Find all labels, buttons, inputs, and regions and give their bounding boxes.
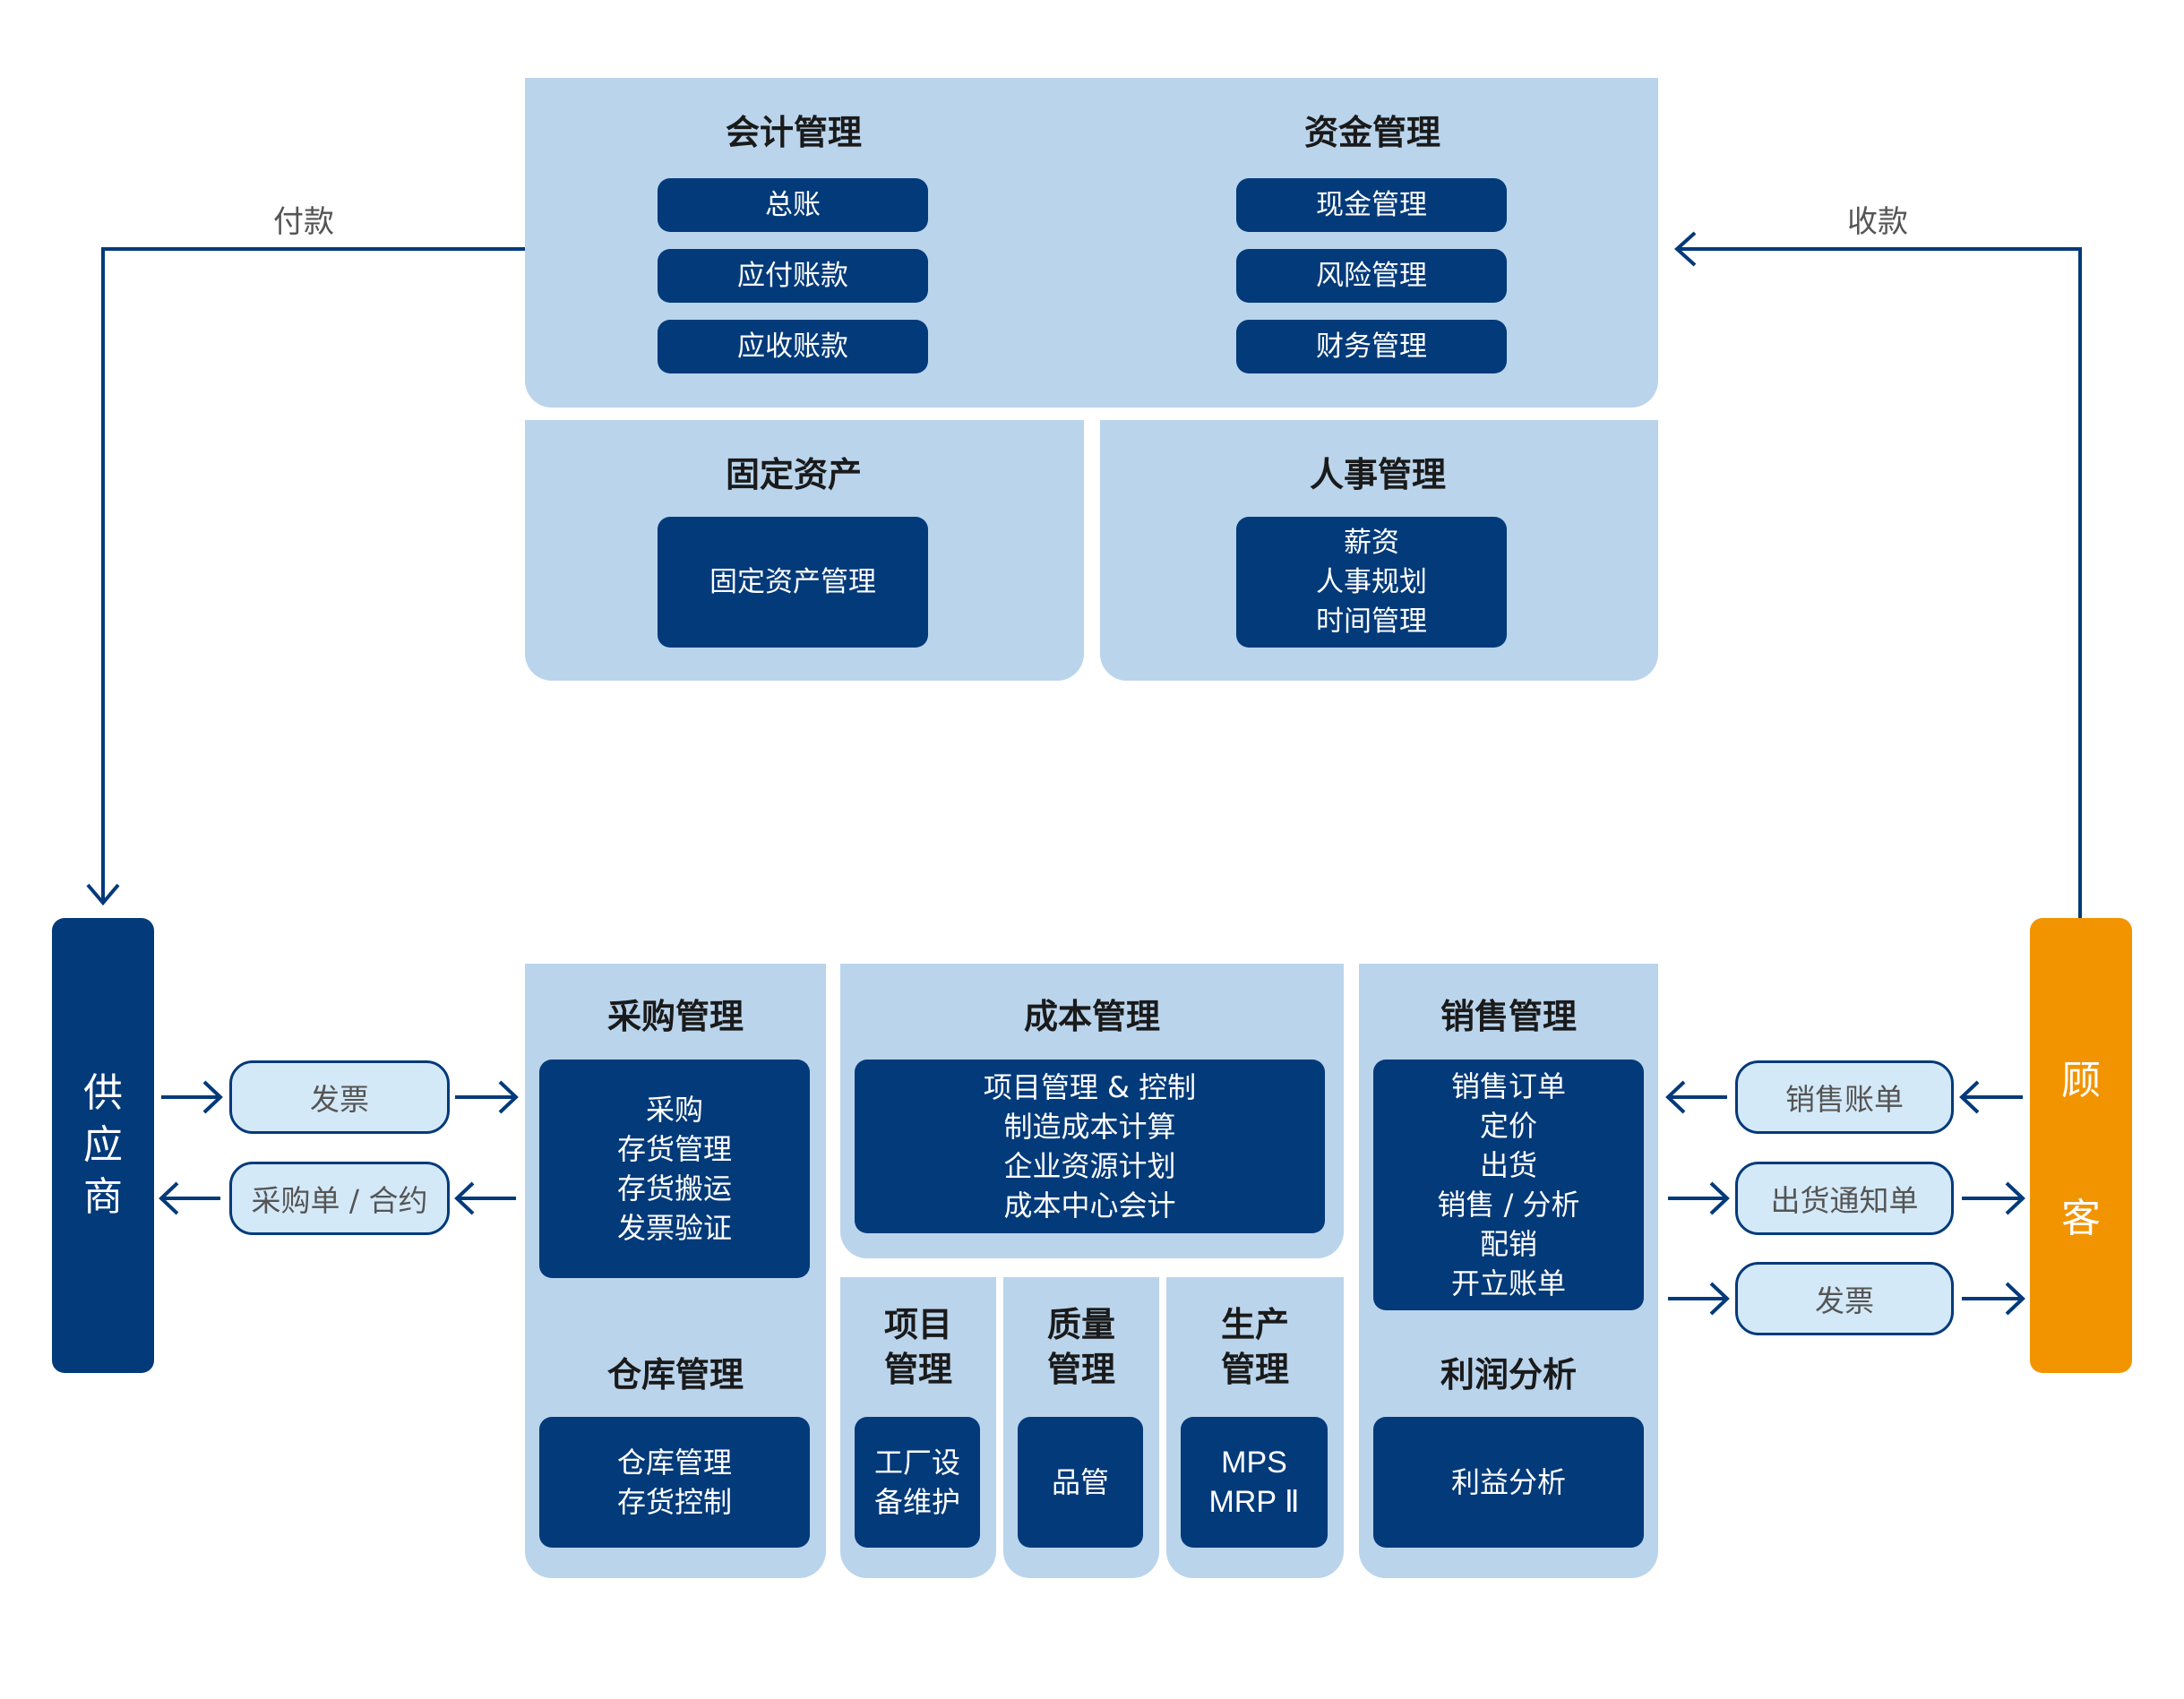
module-warehouse[interactable]: 仓库管理 存货控制: [539, 1417, 810, 1548]
supplier-entity[interactable]: 供 应 商: [52, 918, 154, 1373]
module-costing[interactable]: 项目管理 & 控制 制造成本计算 企业资源计划 成本中心会计: [855, 1060, 1325, 1233]
arrowhead-icon: [2005, 1181, 2025, 1215]
customer-invoice-doc[interactable]: 发票: [1735, 1262, 1954, 1335]
arrowhead-icon: [1709, 1181, 1730, 1215]
arrowhead-icon: [1709, 1282, 1730, 1316]
module-line: 存货控制: [616, 1485, 732, 1519]
purchasing-panel: 采购管理 采购 存货管理 存货搬运 发票验证 仓库管理 仓库管理 存货控制: [525, 964, 826, 1578]
module-line: MPS: [1221, 1446, 1287, 1480]
title-line: 质量: [1046, 1305, 1115, 1344]
purchase-order-doc[interactable]: 采购单 / 合约: [229, 1162, 450, 1235]
sales-title: 销售管理: [1440, 997, 1577, 1036]
project-panel: 项目 管理 工厂设 备维护: [840, 1277, 996, 1578]
purchasing-title: 采购管理: [606, 997, 744, 1036]
title-line: 生产: [1220, 1305, 1289, 1344]
shipping-notice-doc[interactable]: 出货通知单: [1735, 1162, 1954, 1235]
profit-title: 利润分析: [1440, 1355, 1577, 1394]
module-line: 项目管理 & 控制: [983, 1070, 1197, 1104]
supplier-char: 供: [83, 1070, 123, 1116]
arrowhead-icon: [1665, 1080, 1686, 1114]
hr-panel: 人事管理 薪资 人事规划 时间管理: [1100, 420, 1658, 681]
sales-panel: 销售管理 销售订单 定价 出货 销售 / 分析 配销 开立账单 利润分析 利益分…: [1359, 964, 1658, 1578]
treasury-title: 资金管理: [1303, 113, 1440, 152]
module-line: 人事规划: [1316, 566, 1427, 598]
module-line: 品管: [1051, 1465, 1109, 1499]
finance-panel: 会计管理 资金管理 总账 应付账款 应收账款 现金管理 风险管理 财务管理: [525, 78, 1658, 408]
payment-flow-line: [101, 247, 525, 903]
module-line: 制造成本计算: [1003, 1110, 1176, 1144]
customer-char: 顾: [2061, 1058, 2101, 1103]
module-line: 仓库管理: [616, 1446, 732, 1480]
receipt-flow-line: [1677, 247, 2082, 918]
module-line: 采购: [645, 1093, 703, 1127]
module-fixed-asset-management[interactable]: 固定资产管理: [658, 517, 928, 648]
module-line: 企业资源计划: [1003, 1149, 1176, 1183]
arrowhead-icon: [1959, 1080, 1980, 1114]
module-quality-control[interactable]: 品管: [1018, 1417, 1143, 1548]
module-accounts-receivable[interactable]: 应收账款: [658, 320, 928, 373]
module-purchasing[interactable]: 采购 存货管理 存货搬运 发票验证: [539, 1060, 810, 1278]
costing-panel: 成本管理 项目管理 & 控制 制造成本计算 企业资源计划 成本中心会计: [840, 964, 1344, 1258]
payment-arrowhead-icon: [86, 883, 120, 906]
production-panel: 生产 管理 MPS MRP Ⅱ: [1166, 1277, 1344, 1578]
title-line: 管理: [1046, 1350, 1115, 1389]
project-title: 项目 管理: [840, 1302, 996, 1392]
module-accounts-payable[interactable]: 应付账款: [658, 249, 928, 303]
supplier-char: 商: [83, 1174, 123, 1220]
module-financial-management[interactable]: 财务管理: [1236, 320, 1507, 373]
module-line: 存货管理: [616, 1132, 732, 1166]
module-general-ledger[interactable]: 总账: [658, 178, 928, 232]
module-risk-management[interactable]: 风险管理: [1236, 249, 1507, 303]
arrowhead-icon: [498, 1080, 519, 1114]
production-title: 生产 管理: [1166, 1302, 1344, 1392]
module-line: 配销: [1479, 1227, 1537, 1261]
arrowhead-icon: [454, 1181, 475, 1215]
arrowhead-icon: [202, 1080, 223, 1114]
arrowhead-icon: [2005, 1282, 2025, 1316]
fixed-assets-panel: 固定资产 固定资产管理: [525, 420, 1084, 681]
customer-char: 客: [2061, 1196, 2101, 1241]
fixed-assets-title: 固定资产: [725, 455, 862, 494]
title-line: 管理: [1220, 1350, 1289, 1389]
arrowhead-icon: [159, 1181, 179, 1215]
module-plant-maintenance[interactable]: 工厂设 备维护: [855, 1417, 980, 1548]
sales-bill-doc[interactable]: 销售账单: [1735, 1060, 1954, 1134]
module-line: 时间管理: [1316, 605, 1427, 638]
module-line: 成本中心会计: [1003, 1188, 1176, 1223]
module-line: 销售订单: [1450, 1069, 1566, 1103]
quality-panel: 质量 管理 品管: [1003, 1277, 1159, 1578]
module-line: 工厂设: [873, 1446, 960, 1480]
module-line: MRP Ⅱ: [1208, 1485, 1300, 1519]
receipt-arrowhead-icon: [1674, 231, 1697, 267]
module-line: 发票验证: [616, 1211, 732, 1245]
module-line: 利益分析: [1450, 1465, 1566, 1499]
accounting-title: 会计管理: [725, 113, 862, 152]
module-line: 存货搬运: [616, 1171, 732, 1206]
module-line: 出货: [1479, 1148, 1537, 1182]
title-line: 管理: [883, 1350, 952, 1389]
module-profit-analysis[interactable]: 利益分析: [1373, 1417, 1644, 1548]
module-line: 定价: [1479, 1109, 1537, 1143]
module-line: 销售 / 分析: [1437, 1188, 1580, 1222]
module-production-planning[interactable]: MPS MRP Ⅱ: [1181, 1417, 1328, 1548]
supplier-char: 应: [83, 1122, 123, 1168]
module-hr[interactable]: 薪资 人事规划 时间管理: [1236, 517, 1507, 648]
module-line: 薪资: [1344, 527, 1399, 559]
module-line: 开立账单: [1450, 1266, 1566, 1300]
receipt-label: 收款: [1847, 204, 1908, 240]
module-cash-management[interactable]: 现金管理: [1236, 178, 1507, 232]
payment-label: 付款: [273, 204, 334, 240]
supplier-invoice-doc[interactable]: 发票: [229, 1060, 450, 1134]
module-line: 备维护: [873, 1485, 960, 1519]
hr-title: 人事管理: [1309, 455, 1446, 494]
warehouse-title: 仓库管理: [606, 1355, 744, 1394]
costing-title: 成本管理: [1023, 997, 1160, 1036]
quality-title: 质量 管理: [1003, 1302, 1159, 1392]
module-sales[interactable]: 销售订单 定价 出货 销售 / 分析 配销 开立账单: [1373, 1060, 1644, 1310]
module-line: 固定资产管理: [709, 566, 876, 598]
title-line: 项目: [883, 1305, 952, 1344]
customer-entity[interactable]: 顾 客: [2030, 918, 2132, 1373]
